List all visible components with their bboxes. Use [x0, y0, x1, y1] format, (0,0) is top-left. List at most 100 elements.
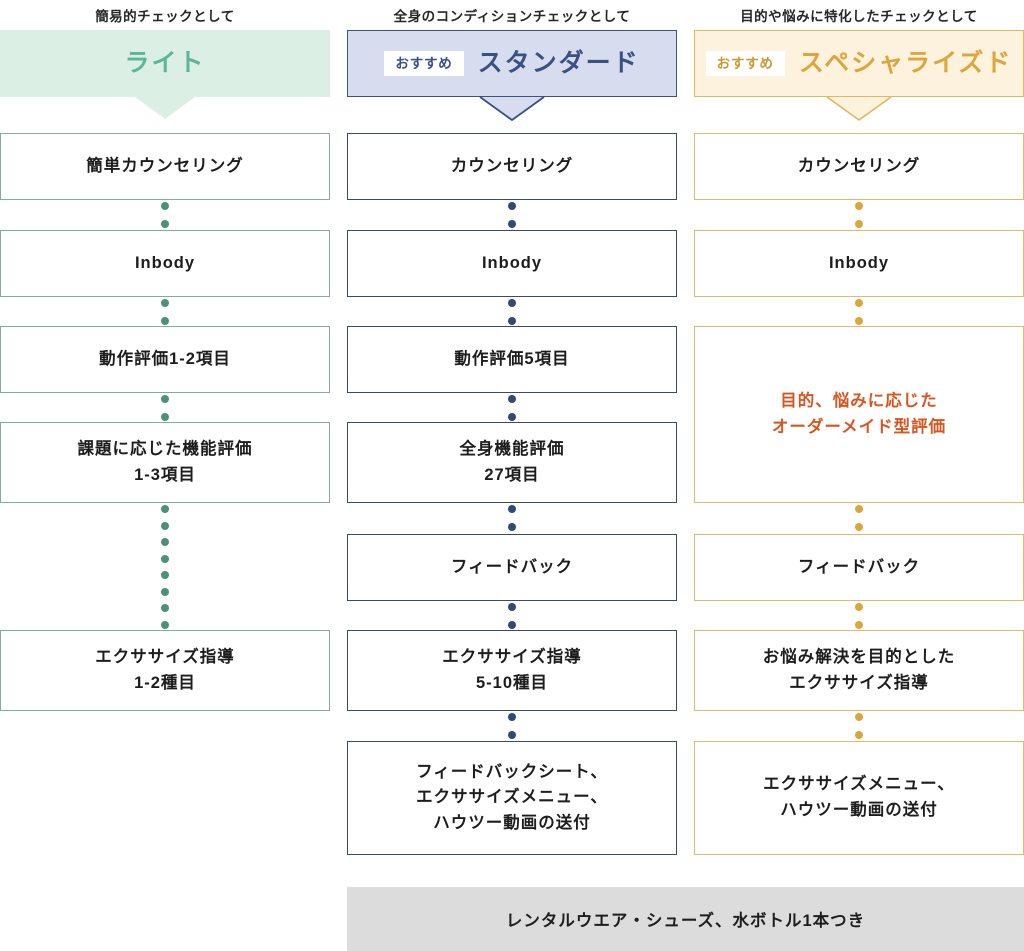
step-box[interactable]: Inbody: [347, 230, 677, 297]
connector-dot: [855, 621, 863, 629]
step-box[interactable]: カウンセリング: [347, 133, 677, 200]
connector-dot: [161, 395, 169, 403]
plan-title-light: ライト: [124, 49, 206, 77]
step-line: 簡単カウンセリング: [86, 156, 244, 175]
step-line: ハウツー動画の送付: [433, 813, 591, 832]
plan-header-notch-specialized: [694, 97, 1024, 121]
plan-caption-specialized: 目的や悩みに特化したチェックとして: [740, 9, 978, 24]
connector-dot: [161, 587, 169, 596]
connector-dot: [161, 571, 169, 580]
connector-rail: [508, 505, 516, 531]
step-box[interactable]: Inbody: [0, 230, 330, 297]
step-line: 5-10種目: [475, 673, 548, 692]
step-box-highlight[interactable]: 目的、悩みに応じた オーダーメイド型評価: [694, 326, 1024, 503]
step-box[interactable]: エクササイズメニュー、 ハウツー動画の送付: [694, 741, 1024, 855]
plan-header-notch-light: [0, 97, 330, 121]
connector-dot: [508, 505, 516, 513]
step-line: エクササイズ指導: [789, 673, 929, 692]
plan-column-light: 簡易的チェックとして ライト 簡単カウンセリング Inbody: [0, 0, 330, 951]
plan-column-specialized: 目的や悩みに特化したチェックとして おすすめ スペシャライズド カウンセリング …: [694, 0, 1024, 951]
bonus-banner: レンタルウエア・シューズ、水ボトル1本つき: [347, 887, 1024, 951]
connector-rail: [161, 395, 169, 421]
step-box[interactable]: 動作評価5項目: [347, 326, 677, 393]
recommended-badge: おすすめ: [705, 50, 785, 77]
step-line: フィードバック: [450, 557, 574, 576]
connector-dot: [508, 413, 516, 421]
step-line: カウンセリング: [450, 156, 574, 175]
step-box[interactable]: エクササイズ指導 5-10種目: [347, 630, 677, 711]
step-box[interactable]: 課題に応じた機能評価 1-3項目: [0, 422, 330, 503]
step-line: 目的、悩みに応じた: [780, 391, 938, 410]
step-line: エクササイズメニュー、: [416, 788, 608, 807]
step-box[interactable]: カウンセリング: [694, 133, 1024, 200]
plan-header-specialized[interactable]: おすすめ スペシャライズド: [694, 30, 1024, 97]
recommended-badge: おすすめ: [384, 50, 464, 77]
connector-dot: [855, 202, 863, 210]
plan-title-specialized: スペシャライズド: [798, 49, 1013, 77]
step-line: Inbody: [828, 253, 890, 272]
step-line: 27項目: [484, 465, 540, 484]
connector-rail: [161, 202, 169, 228]
step-box[interactable]: 全身機能評価 27項目: [347, 422, 677, 503]
connector-dot: [855, 523, 863, 531]
connector-dot: [508, 299, 516, 307]
connector-rail: [855, 299, 863, 325]
step-box[interactable]: フィードバックシート、 エクササイズメニュー、 ハウツー動画の送付: [347, 741, 677, 855]
connector-dot: [855, 299, 863, 307]
step-line: 課題に応じた機能評価: [77, 439, 253, 458]
step-line: Inbody: [134, 253, 196, 272]
plan-header-light[interactable]: ライト: [0, 30, 330, 97]
connector-dot: [855, 220, 863, 228]
step-line: エクササイズ指導: [442, 647, 582, 666]
step-box[interactable]: 簡単カウンセリング: [0, 133, 330, 200]
connector-rail: [508, 603, 516, 629]
step-line: カウンセリング: [797, 156, 921, 175]
connector-dot: [508, 317, 516, 325]
connector-dot: [161, 620, 169, 629]
connector-dot: [161, 554, 169, 563]
plan-caption-standard: 全身のコンディションチェックとして: [393, 9, 631, 24]
step-box[interactable]: フィードバック: [347, 534, 677, 601]
connector-rail: [855, 713, 863, 739]
connector-rail: [855, 603, 863, 629]
connector-dot: [508, 202, 516, 210]
connector-dot: [161, 604, 169, 613]
plan-caption-light: 簡易的チェックとして: [95, 9, 235, 24]
step-line: フィードバック: [797, 557, 921, 576]
connector-dot: [508, 395, 516, 403]
step-line: 動作評価1-2項目: [99, 349, 231, 368]
step-box[interactable]: 動作評価1-2項目: [0, 326, 330, 393]
step-line: 1-3項目: [134, 465, 196, 484]
step-box[interactable]: Inbody: [694, 230, 1024, 297]
connector-rail: [161, 299, 169, 325]
step-line: Inbody: [481, 253, 543, 272]
connector-dot: [508, 713, 516, 721]
connector-dot: [855, 731, 863, 739]
step-line: フィードバックシート、: [416, 762, 608, 781]
connector-rail: [508, 395, 516, 421]
connector-dot: [161, 299, 169, 307]
plan-title-standard: スタンダード: [477, 49, 640, 77]
connector-dot: [161, 505, 169, 513]
connector-dot: [508, 523, 516, 531]
connector-dot: [855, 317, 863, 325]
connector-rail: [508, 299, 516, 325]
connector-dot: [508, 603, 516, 611]
connector-dot: [161, 220, 169, 228]
connector-rail: [855, 202, 863, 228]
connector-dot: [161, 521, 169, 530]
step-line: 動作評価5項目: [454, 349, 570, 368]
connector-rail-long: [161, 505, 169, 629]
plan-header-standard[interactable]: おすすめ スタンダード: [347, 30, 677, 97]
connector-dot: [855, 603, 863, 611]
step-box[interactable]: エクササイズ指導 1-2種目: [0, 630, 330, 711]
plan-column-standard: 全身のコンディションチェックとして おすすめ スタンダード カウンセリング In…: [347, 0, 677, 951]
connector-rail: [855, 505, 863, 531]
connector-dot: [161, 202, 169, 210]
step-box[interactable]: お悩み解決を目的とした エクササイズ指導: [694, 630, 1024, 711]
step-line: 全身機能評価: [459, 439, 565, 458]
connector-rail: [508, 713, 516, 739]
step-box[interactable]: フィードバック: [694, 534, 1024, 601]
bonus-banner-text: レンタルウエア・シューズ、水ボトル1本つき: [505, 912, 866, 930]
